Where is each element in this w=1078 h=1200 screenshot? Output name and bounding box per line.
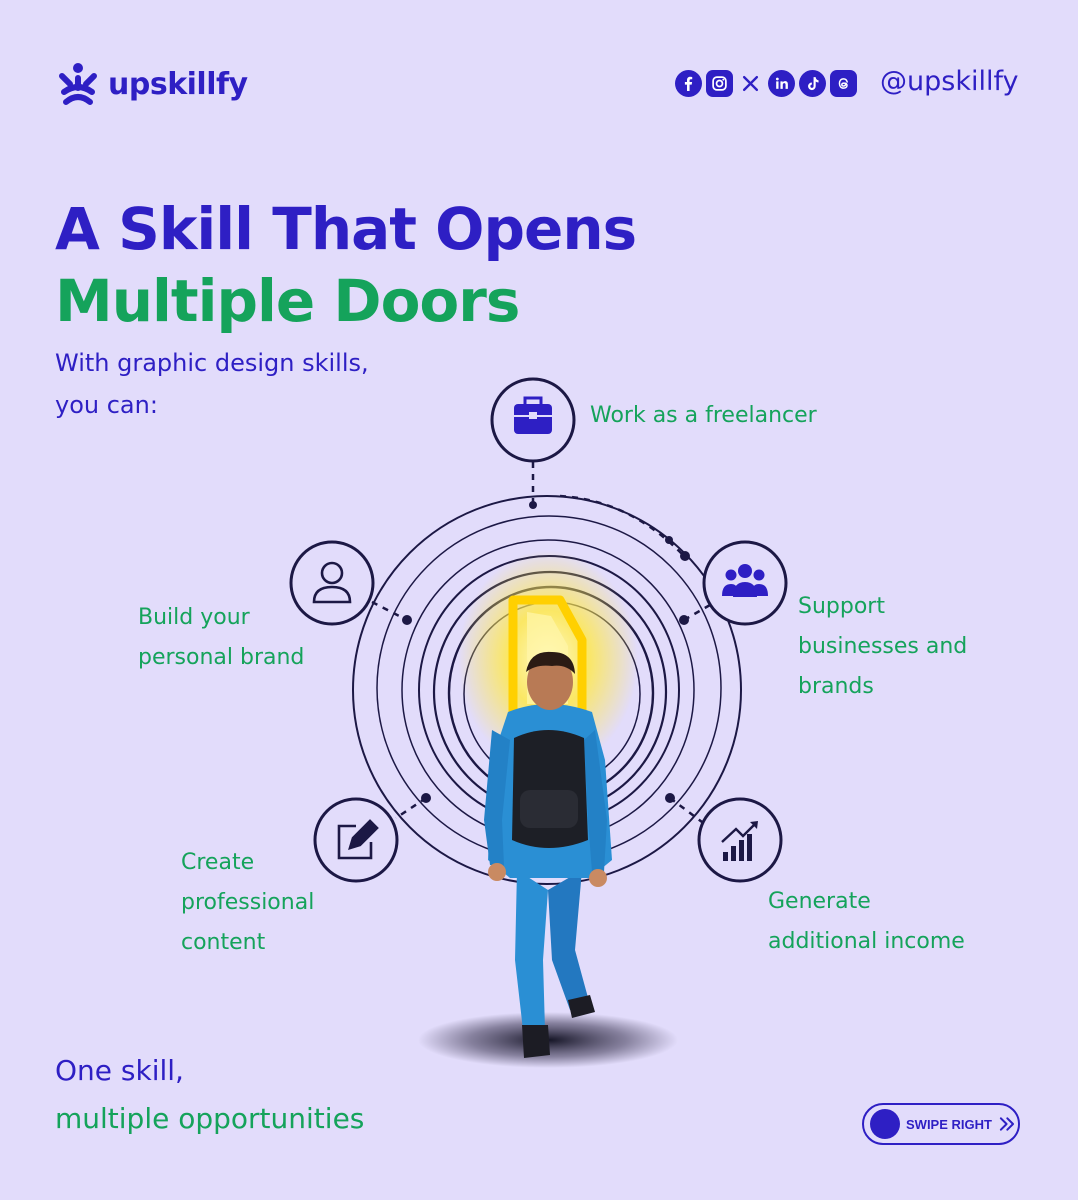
person-backpack bbox=[512, 730, 588, 848]
feature-content-line-1: Create bbox=[181, 850, 255, 875]
ring-dot-freelancer bbox=[529, 501, 537, 509]
connector-arc bbox=[559, 494, 685, 557]
backpack-pocket bbox=[520, 790, 578, 828]
double-chevron-right-icon bbox=[999, 1117, 1014, 1131]
person-right-arm bbox=[584, 730, 607, 872]
linkedin-icon[interactable] bbox=[768, 70, 795, 97]
feature-freelancer-line: Work as a freelancer bbox=[590, 403, 817, 428]
intro-text: With graphic design skills, you can: bbox=[55, 342, 369, 426]
user-icon bbox=[312, 561, 352, 604]
person-left-arm bbox=[484, 730, 510, 866]
feature-brand-line-1: Build your bbox=[138, 605, 250, 630]
walking-person bbox=[484, 651, 612, 1058]
brand-logo[interactable]: upskillfy bbox=[58, 62, 248, 106]
feature-freelancer: Work as a freelancer bbox=[590, 396, 817, 436]
swipe-right-button[interactable]: SWIPE RIGHT bbox=[862, 1103, 1020, 1145]
connector-content bbox=[395, 796, 427, 820]
tagline-line-2: multiple opportunities bbox=[55, 1102, 365, 1135]
edit-icon bbox=[337, 819, 379, 860]
feature-income-line-2: additional income bbox=[768, 929, 965, 954]
facebook-icon[interactable] bbox=[675, 70, 702, 97]
instagram-icon[interactable] bbox=[706, 70, 733, 97]
feature-support: Support businesses and brands bbox=[798, 587, 967, 707]
swipe-dot bbox=[870, 1109, 900, 1139]
x-icon[interactable] bbox=[737, 70, 764, 97]
intro-line-1: With graphic design skills, bbox=[55, 349, 369, 377]
person-right-shoe bbox=[568, 995, 595, 1018]
person-left-hand bbox=[488, 863, 506, 881]
feature-support-line-2: businesses and bbox=[798, 634, 968, 659]
swipe-label: SWIPE RIGHT bbox=[906, 1116, 992, 1132]
feature-income: Generate additional income bbox=[768, 882, 965, 962]
growth-chart-icon bbox=[721, 821, 758, 861]
person-hair bbox=[526, 651, 575, 674]
connector-lines bbox=[371, 462, 711, 823]
tiktok-icon[interactable] bbox=[799, 70, 826, 97]
social-icons bbox=[675, 70, 857, 97]
tagline-line-1: One skill, bbox=[55, 1054, 184, 1087]
threads-icon[interactable] bbox=[830, 70, 857, 97]
headline-line-2: Multiple Doors bbox=[55, 267, 520, 335]
briefcase-icon bbox=[514, 396, 552, 434]
upskillfy-logo-icon bbox=[59, 63, 97, 105]
door-frame bbox=[508, 595, 587, 725]
person-left-leg bbox=[515, 870, 548, 1030]
connector-brand bbox=[371, 600, 408, 622]
intro-line-2: you can: bbox=[55, 391, 158, 419]
feature-income-line-1: Generate bbox=[768, 889, 871, 914]
connector-support bbox=[683, 603, 711, 622]
person-left-shoe bbox=[522, 1025, 550, 1058]
feature-content-line-2: professional bbox=[181, 890, 315, 915]
ring-dot-arc-2 bbox=[680, 551, 690, 561]
feature-content: Create professional content bbox=[181, 843, 314, 963]
brand-name: upskillfy bbox=[108, 66, 248, 102]
person-right-leg bbox=[548, 870, 590, 1010]
person-right-hand bbox=[589, 869, 607, 887]
feature-brand: Build your personal brand bbox=[138, 598, 304, 678]
feature-support-line-1: Support bbox=[798, 594, 885, 619]
team-icon bbox=[722, 564, 768, 597]
person-head bbox=[527, 654, 573, 710]
outer-ring bbox=[352, 495, 742, 885]
feature-content-line-3: content bbox=[181, 930, 266, 955]
feature-support-line-3: brands bbox=[798, 674, 874, 699]
headline-line-1: A Skill That Opens bbox=[55, 195, 637, 263]
social-handle[interactable]: @upskillfy bbox=[880, 66, 1019, 97]
connector-income bbox=[669, 797, 703, 823]
feature-brand-line-2: personal brand bbox=[138, 645, 305, 670]
